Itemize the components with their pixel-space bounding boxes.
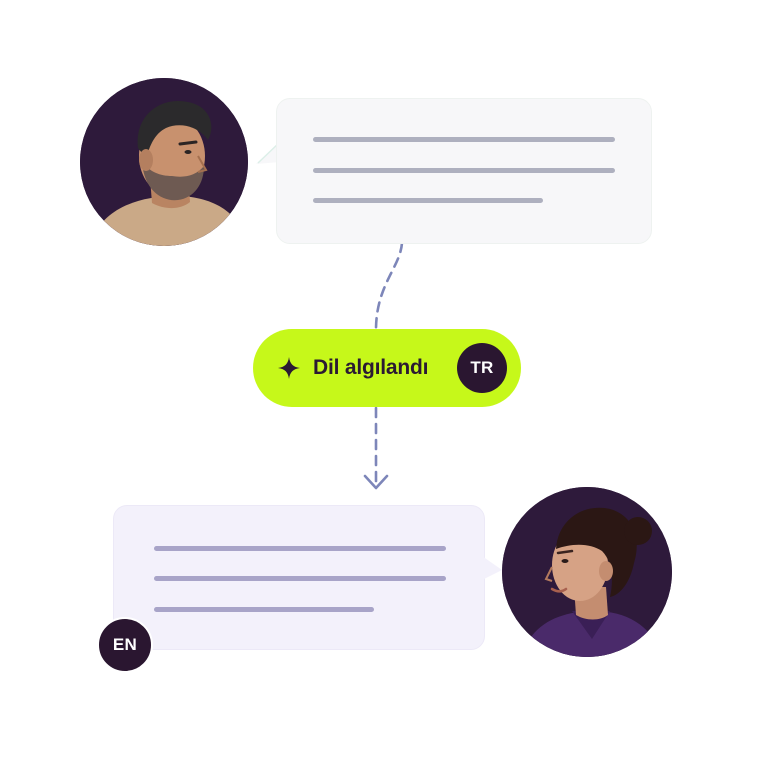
bubble-tail — [482, 556, 502, 580]
arrow-down-icon — [363, 474, 389, 490]
text-placeholder-line — [154, 546, 446, 551]
speaker-avatar — [80, 78, 248, 246]
recipient-avatar — [502, 487, 672, 657]
text-placeholder-line — [154, 607, 374, 612]
target-language-badge: EN — [97, 617, 153, 673]
translated-message-bubble — [113, 505, 485, 650]
text-placeholder-line — [313, 198, 543, 203]
man-portrait-icon — [80, 78, 248, 246]
source-language-badge: TR — [457, 343, 507, 393]
text-placeholder-line — [154, 576, 446, 581]
source-message-bubble — [276, 98, 652, 244]
text-placeholder-line — [313, 137, 615, 142]
woman-portrait-icon — [502, 487, 672, 657]
detection-label: Dil algılandı — [313, 356, 429, 379]
language-detected-pill: Dil algılandı TR — [253, 329, 521, 407]
text-placeholder-line — [313, 168, 615, 173]
sparkle-icon — [278, 357, 300, 379]
